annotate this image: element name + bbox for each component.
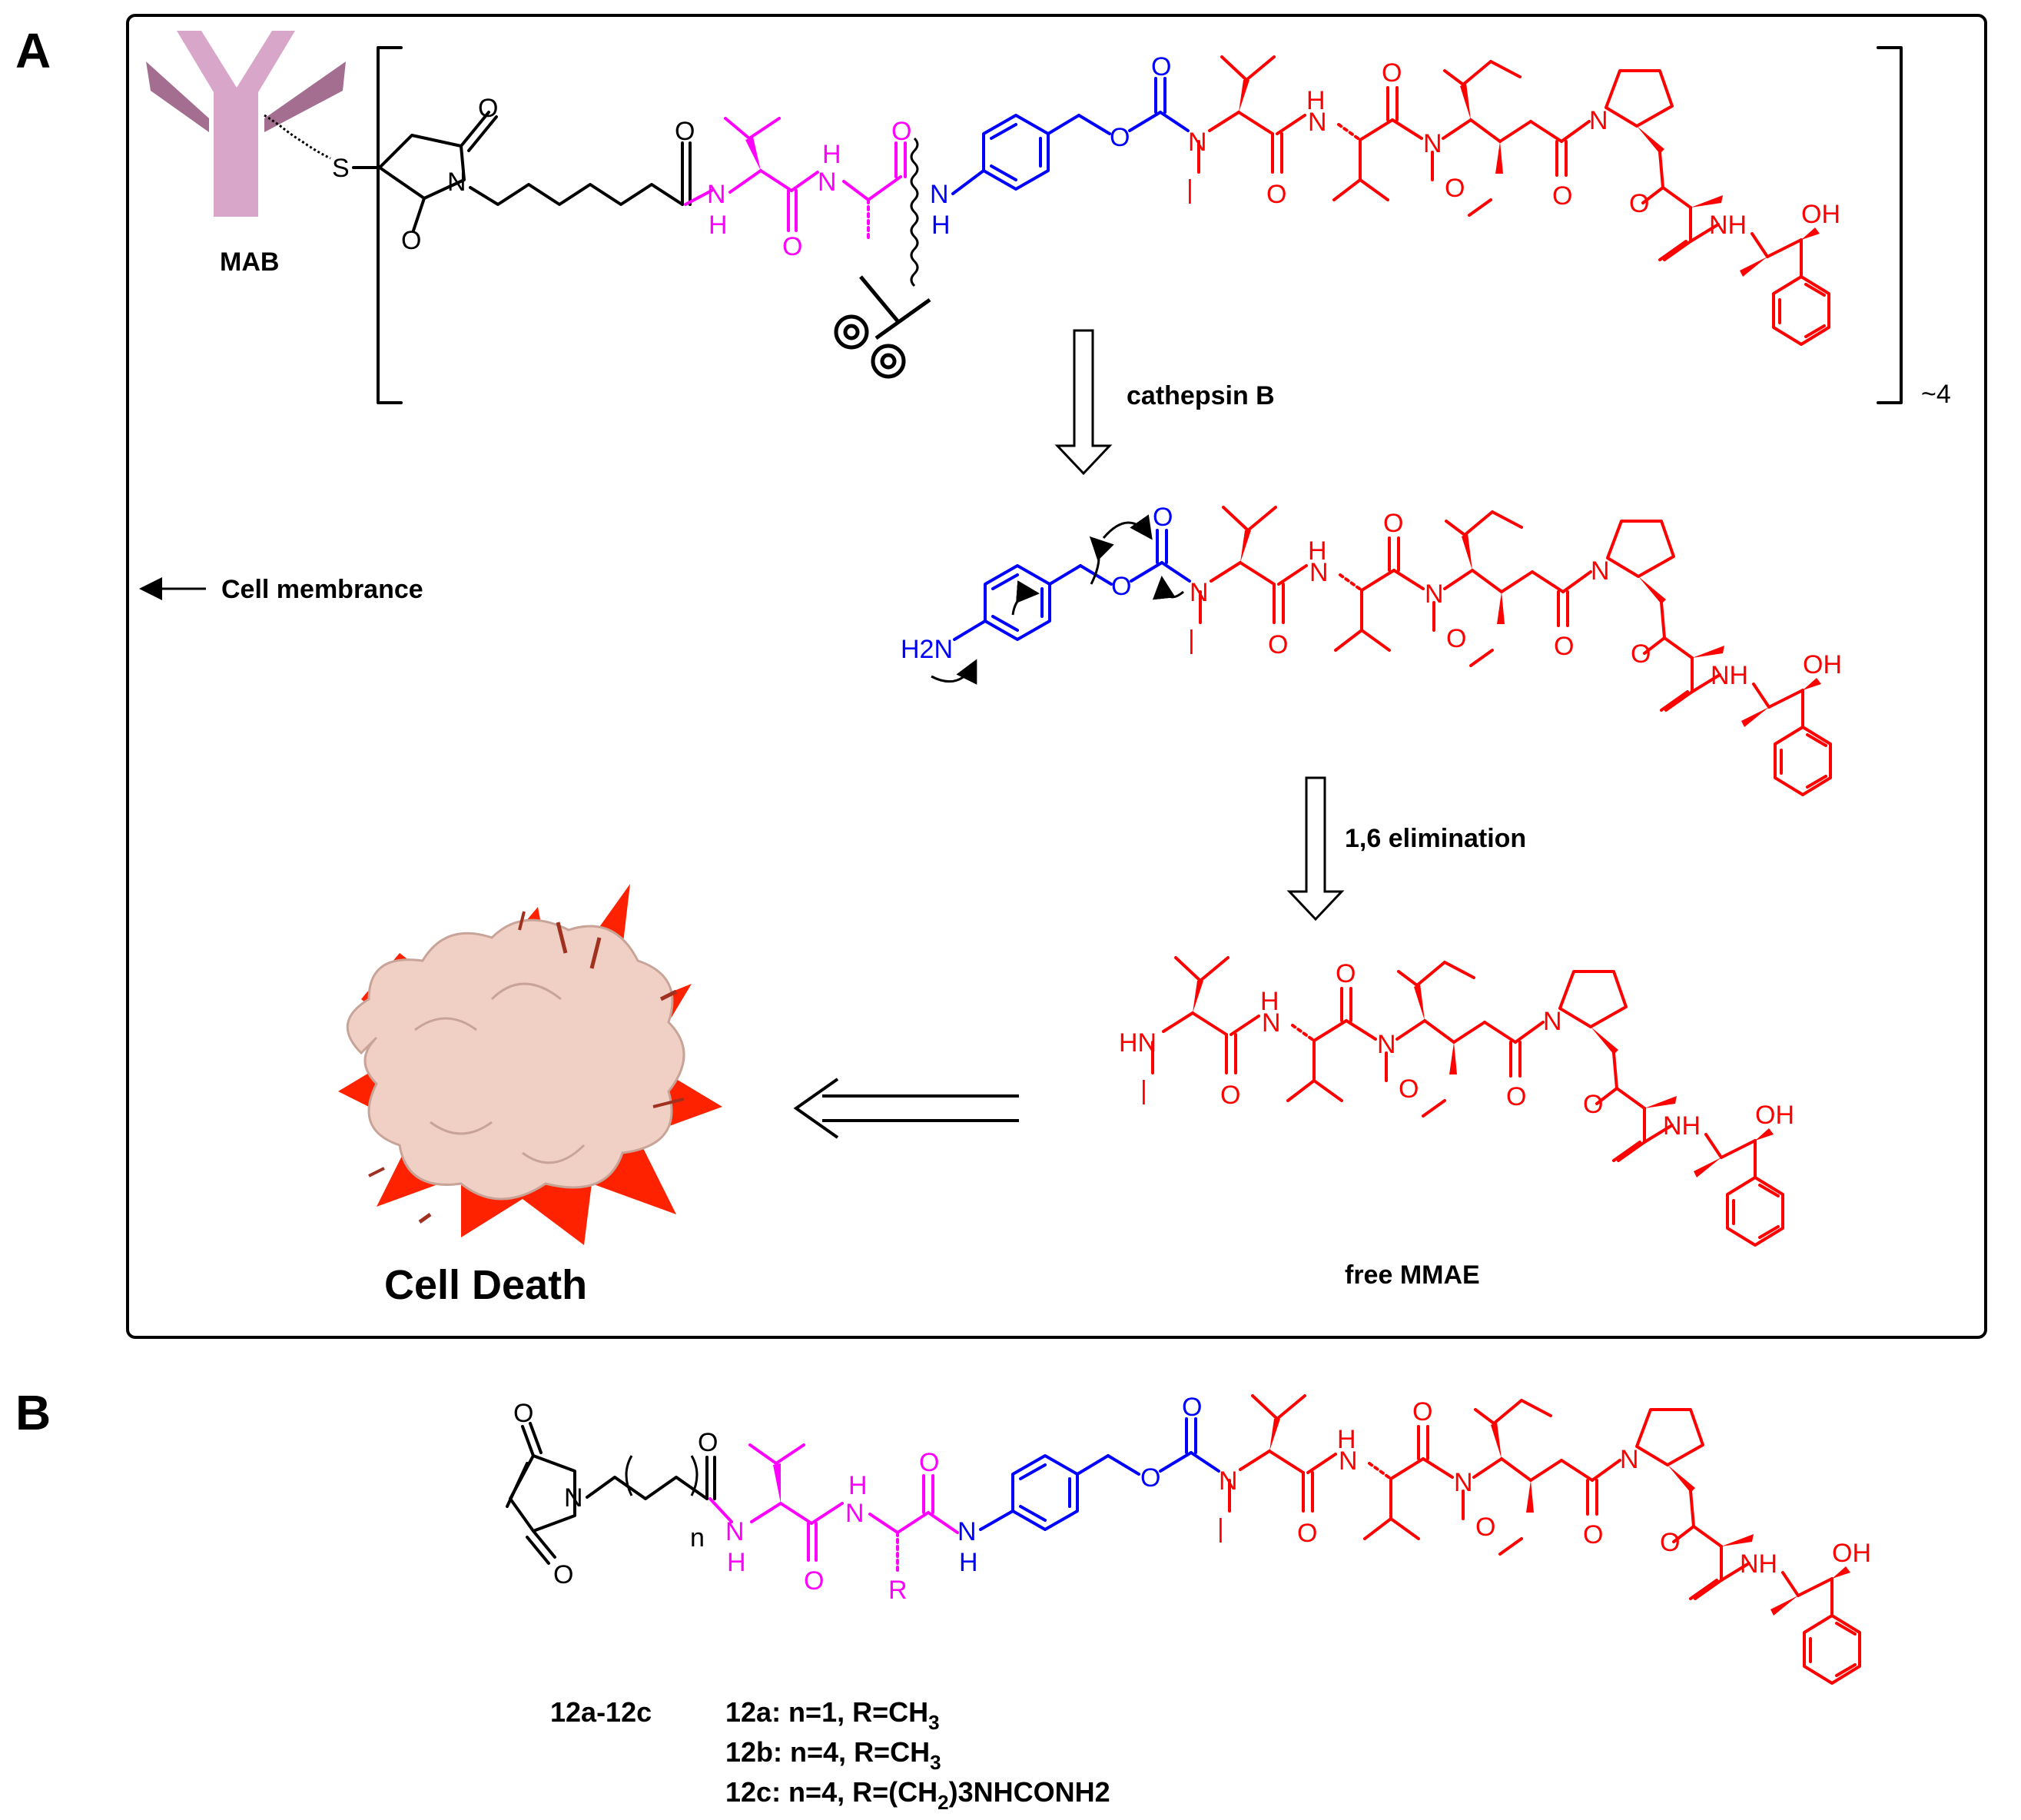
cleavage-arrow bbox=[1054, 329, 1113, 476]
release-arrow bbox=[793, 1078, 1019, 1139]
svg-text:N: N bbox=[707, 180, 726, 209]
scissors-icon bbox=[834, 275, 931, 379]
svg-text:O: O bbox=[553, 1560, 573, 1589]
svg-text:H2N: H2N bbox=[901, 635, 953, 664]
pabc-spacer-b: N H O O bbox=[957, 1393, 1220, 1577]
product-label: free MMAE bbox=[1345, 1260, 1480, 1290]
self-immolative-intermediate: H2N O O bbox=[901, 503, 1191, 685]
repeat-label: ~4 bbox=[1921, 380, 1951, 409]
svg-text:O: O bbox=[1110, 123, 1130, 152]
maleimide-linker-b: O O N n O bbox=[506, 1399, 718, 1589]
mmae-payload-intermediate bbox=[1186, 506, 1843, 796]
mmae-payload-b bbox=[1216, 1394, 1873, 1685]
variant-12c: 12c: n=4, R=(CH2)3NHCONH2 bbox=[725, 1776, 1110, 1814]
variant-list: 12a: n=1, R=CH3 12b: n=4, R=CH3 12c: n=4… bbox=[725, 1696, 1110, 1814]
svg-text:O: O bbox=[401, 226, 421, 255]
n-methyl-n: N bbox=[1188, 128, 1207, 157]
outcome-label: Cell Death bbox=[384, 1262, 587, 1308]
svg-text:N: N bbox=[930, 180, 949, 209]
svg-text:H: H bbox=[727, 1548, 746, 1577]
panel-b-letter: B bbox=[15, 1385, 51, 1440]
svg-text:N: N bbox=[447, 168, 466, 197]
svg-text:O: O bbox=[478, 94, 498, 123]
left-bracket bbox=[377, 46, 403, 404]
svg-text:O: O bbox=[1111, 572, 1131, 601]
svg-text:O: O bbox=[513, 1399, 533, 1428]
val-ala-dipeptide: N H O N H O bbox=[684, 117, 919, 287]
membrane-label: Cell membrance bbox=[221, 575, 423, 604]
svg-text:O: O bbox=[1182, 1393, 1202, 1422]
right-bracket bbox=[1877, 46, 1903, 404]
free-mmae-hn: HN bbox=[1119, 1028, 1157, 1058]
svg-text:H: H bbox=[822, 140, 841, 169]
svg-text:N: N bbox=[957, 1517, 977, 1546]
svg-text:N: N bbox=[845, 1499, 864, 1528]
variant-12b: 12b: n=4, R=CH3 bbox=[725, 1736, 941, 1774]
svg-text:O: O bbox=[804, 1566, 824, 1596]
dipeptide-b: N H O N H R O bbox=[709, 1443, 959, 1605]
cell-membrane-frame bbox=[126, 14, 1987, 1339]
svg-text:H: H bbox=[931, 211, 951, 240]
svg-text:O: O bbox=[782, 232, 802, 261]
variant-12a: 12a: n=1, R=CH3 bbox=[725, 1696, 940, 1734]
series-label: 12a-12c bbox=[550, 1696, 652, 1728]
svg-text:N: N bbox=[564, 1483, 583, 1513]
svg-text:n: n bbox=[690, 1523, 705, 1553]
svg-text:O: O bbox=[1151, 52, 1171, 81]
svg-text:N: N bbox=[818, 168, 837, 197]
elimination-arrow bbox=[1286, 776, 1345, 922]
mmae-payload-conjugate bbox=[1185, 55, 1842, 346]
svg-text:O: O bbox=[1153, 503, 1173, 532]
free-mmae-structure bbox=[1139, 956, 1796, 1247]
svg-text:R: R bbox=[888, 1576, 908, 1605]
svg-text:H: H bbox=[959, 1548, 978, 1577]
svg-text:H: H bbox=[848, 1471, 868, 1500]
pabc-spacer: N H O O bbox=[930, 52, 1190, 240]
n-methyl-n-2: N bbox=[1190, 578, 1209, 607]
svg-text:O: O bbox=[698, 1428, 718, 1457]
svg-text:O: O bbox=[891, 117, 911, 146]
svg-text:S: S bbox=[332, 154, 350, 183]
panel-a-letter: A bbox=[15, 23, 51, 78]
n-methyl-n-b: N bbox=[1219, 1466, 1238, 1496]
enzyme-label: cathepsin B bbox=[1127, 381, 1275, 410]
antibody-label: MAB bbox=[220, 247, 279, 277]
antibody-icon bbox=[146, 31, 346, 217]
svg-text:O: O bbox=[675, 117, 695, 146]
svg-text:O: O bbox=[1140, 1463, 1160, 1493]
svg-text:N: N bbox=[725, 1517, 745, 1546]
maleimidocaproyl-linker: S O O N O bbox=[332, 94, 695, 255]
svg-text:O: O bbox=[919, 1448, 939, 1477]
cell-death-explosion-icon bbox=[338, 884, 722, 1245]
svg-text:H: H bbox=[709, 211, 728, 240]
elimination-label: 1,6 elimination bbox=[1345, 824, 1526, 853]
